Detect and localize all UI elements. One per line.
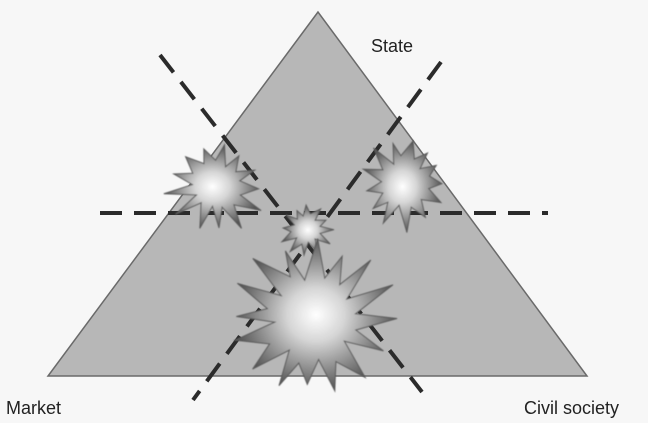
burst-upper-right bbox=[361, 139, 444, 233]
civil-society-label: Civil society bbox=[524, 398, 620, 418]
state-label: State bbox=[371, 36, 414, 56]
burst-upper-left bbox=[163, 143, 262, 229]
market-label: Market bbox=[6, 398, 62, 418]
dashed-line-descending bbox=[158, 53, 424, 394]
burst-lower bbox=[233, 238, 398, 393]
